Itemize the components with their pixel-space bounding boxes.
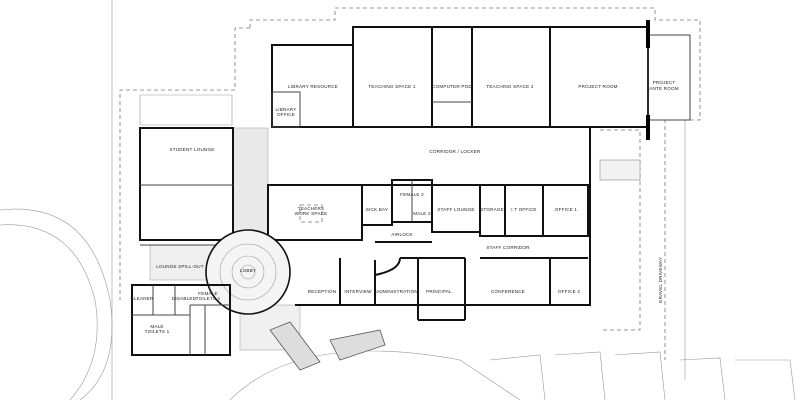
label-teachers-1: TEACHERS bbox=[298, 206, 325, 211]
label-storage: STORAGE bbox=[480, 207, 504, 212]
label-female-toilets-1a: FEMALE bbox=[198, 291, 218, 296]
label-female-toilets-1b: TOILETS 1 bbox=[196, 296, 221, 301]
room-labels: LIBRARY RESOURCE TEACHING SPACE 1 COMPUT… bbox=[130, 80, 678, 334]
label-project-room: PROJECT ROOM bbox=[578, 84, 617, 89]
label-interview: INTERVIEW bbox=[344, 289, 372, 294]
label-administration: ADMINISTRATION bbox=[376, 289, 418, 294]
label-airlock: AIRLOCK bbox=[391, 232, 413, 237]
label-cleaner: CLEANER bbox=[130, 296, 154, 301]
label-student-lounge: STUDENT LOUNGE bbox=[169, 147, 214, 152]
label-computer-pod: COMPUTER POD bbox=[432, 84, 472, 89]
label-lobby: LOBBY bbox=[240, 268, 256, 273]
label-female-2: FEMALE 2 bbox=[400, 192, 424, 197]
label-principal: PRINCIPAL bbox=[426, 289, 452, 294]
label-office-2: OFFICE 2 bbox=[558, 289, 581, 294]
label-disabled: DISABLED bbox=[172, 296, 197, 301]
label-male-toilets-1b: TOILETS 1 bbox=[145, 329, 170, 334]
label-male-toilets-1a: MALE bbox=[150, 324, 163, 329]
label-project-ante-room-1: PROJECT bbox=[653, 80, 676, 85]
label-staff-lounge: STAFF LOUNGE bbox=[437, 207, 474, 212]
teaching-wing bbox=[271, 20, 691, 140]
label-male-2: MALE 2 bbox=[413, 211, 431, 216]
label-office-1: OFFICE 1 bbox=[555, 207, 578, 212]
label-staff-corridor: STAFF CORRIDOR bbox=[486, 245, 530, 250]
label-lounge-spill-out: LOUNGE SPILL-OUT bbox=[156, 264, 204, 269]
label-reception: RECEPTION bbox=[308, 289, 337, 294]
label-teaching-space-1: TEACHING SPACE 1 bbox=[368, 84, 416, 89]
label-corridor-locker: CORRIDOR / LOCKER bbox=[429, 149, 481, 154]
toilet-block bbox=[131, 284, 231, 356]
label-conference: CONFERENCE bbox=[491, 289, 525, 294]
label-library-office-2: OFFICE bbox=[277, 112, 295, 117]
label-library-office-1: LIBRARY bbox=[276, 107, 297, 112]
label-sick-bay: SICK BAY bbox=[366, 207, 388, 212]
label-teaching-space-2: TEACHING SPACE 2 bbox=[486, 84, 534, 89]
label-it-office: I.T OFFICE bbox=[511, 207, 536, 212]
label-project-ante-room-2: ANTE ROOM bbox=[649, 86, 679, 91]
lobby bbox=[205, 229, 291, 315]
label-library-resource: LIBRARY RESOURCE bbox=[288, 84, 338, 89]
label-gravel-driveway: GRAVEL DRIVEWAY bbox=[658, 257, 663, 303]
label-teachers-2: WORK SPACE bbox=[295, 211, 328, 216]
